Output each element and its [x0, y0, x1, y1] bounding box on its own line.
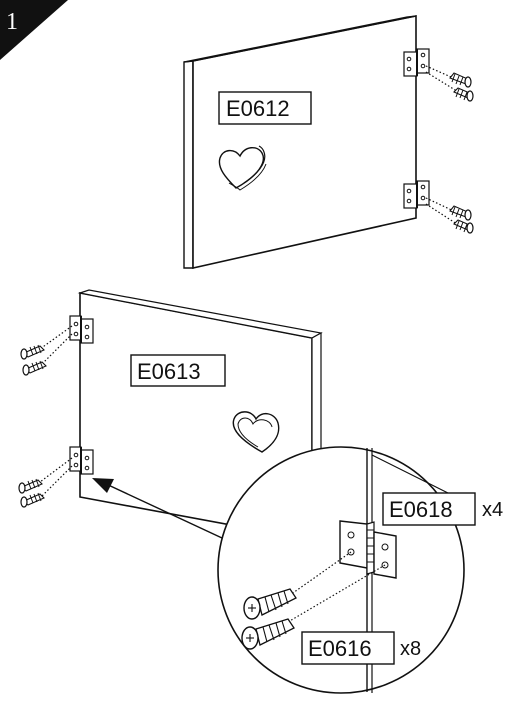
- hinge: [69, 315, 94, 344]
- screw-large: [241, 618, 295, 650]
- screw-guide: [39, 457, 73, 497]
- screw: [18, 478, 43, 494]
- hinge: [69, 446, 94, 475]
- part-label-box: E0612: [218, 91, 312, 125]
- hinge-quantity: x4: [482, 499, 503, 521]
- screw-guide: [425, 197, 461, 227]
- screw: [453, 219, 474, 234]
- screw-guide: [39, 325, 73, 365]
- part-code-label: E0613: [137, 359, 201, 384]
- hinge-large: [339, 520, 397, 579]
- screw: [449, 72, 472, 88]
- screw-part-code: E0616: [308, 636, 372, 661]
- screw-quantity: x8: [400, 638, 421, 660]
- upper-door-panel: E0612: [183, 15, 474, 269]
- screw-large: [243, 588, 297, 620]
- hinge: [403, 180, 430, 209]
- hinge: [403, 48, 430, 77]
- screw-part-label: E0616 x8: [301, 631, 421, 665]
- heart-cutout: [218, 145, 267, 191]
- heart-cutout: [232, 411, 280, 453]
- screw: [449, 205, 472, 221]
- step-badge: 1: [0, 0, 68, 60]
- screw-guide: [425, 65, 461, 94]
- step-number: 1: [6, 9, 18, 35]
- screw: [453, 87, 474, 102]
- screw: [20, 492, 45, 508]
- screw: [20, 344, 45, 360]
- part-code-label: E0612: [226, 96, 290, 121]
- hinge-part-code: E0618: [389, 497, 453, 522]
- part-label-box: E0613: [130, 354, 226, 387]
- hinge-part-label: E0618 x4: [382, 492, 503, 526]
- screw: [22, 360, 47, 376]
